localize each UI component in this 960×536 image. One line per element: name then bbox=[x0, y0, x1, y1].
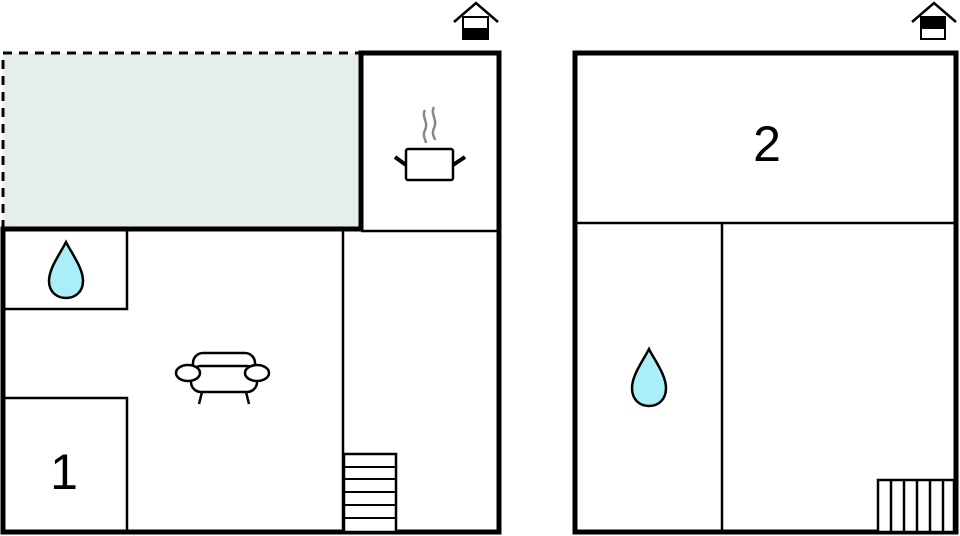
stairs-icon bbox=[342, 452, 398, 534]
sofa-icon bbox=[174, 351, 271, 405]
upper-floor: 2 bbox=[572, 1, 959, 535]
ground-floor: 1 bbox=[0, 1, 502, 535]
house-ground-floor-icon bbox=[453, 1, 499, 40]
terrace-dashed-outline bbox=[1, 51, 361, 229]
terrace-area bbox=[3, 53, 361, 229]
house-upper-floor-icon bbox=[911, 1, 957, 40]
water-drop-icon bbox=[47, 239, 85, 300]
bedroom-1-wall bbox=[3, 396, 129, 532]
stairs-icon bbox=[876, 478, 956, 534]
cooking-pot-icon bbox=[393, 106, 467, 182]
upper-outer-wall bbox=[572, 50, 959, 535]
room-label-1: 1 bbox=[50, 444, 78, 500]
room-label-2: 2 bbox=[753, 116, 781, 172]
water-drop-icon bbox=[630, 346, 668, 408]
bathroom-wall bbox=[3, 229, 129, 311]
